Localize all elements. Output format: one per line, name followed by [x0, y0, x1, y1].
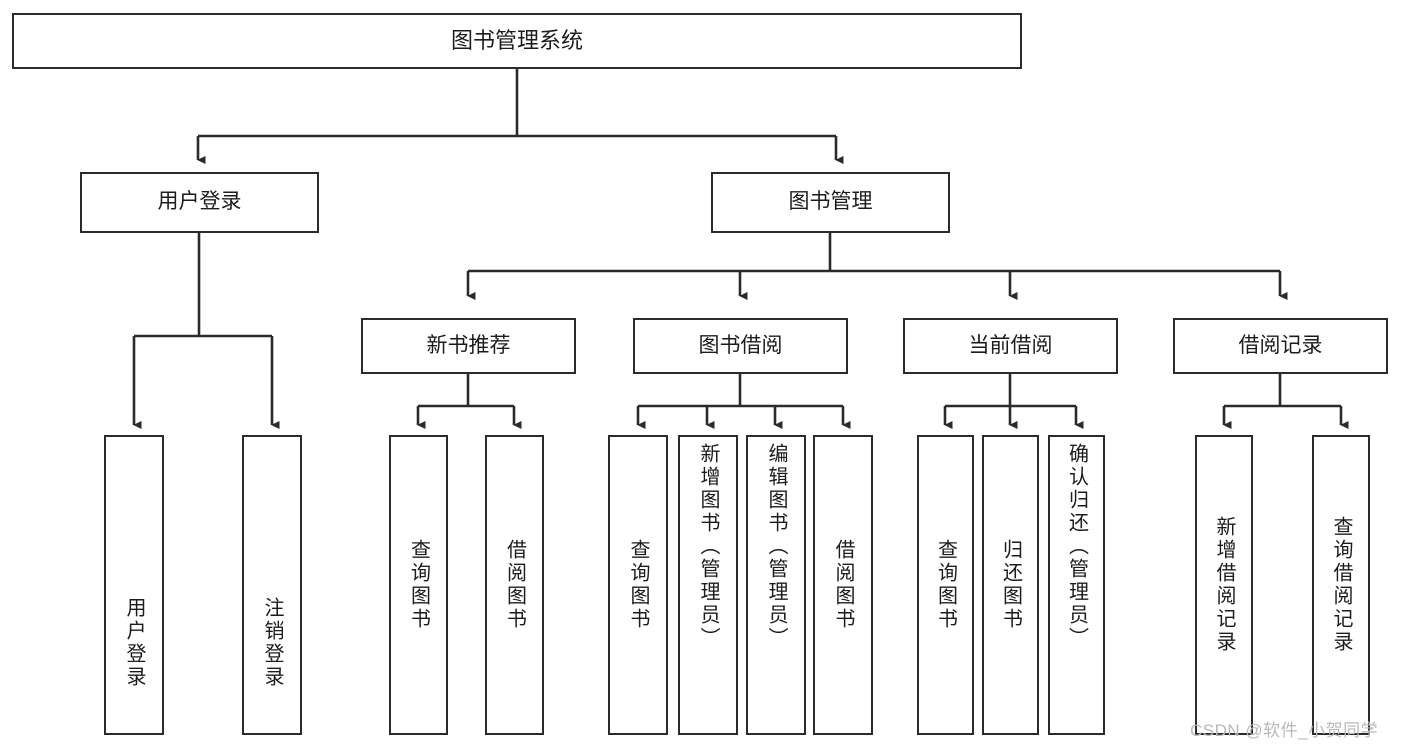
node-label: 借阅图书: [832, 539, 854, 631]
node-label: 新增图书（管理员）: [697, 443, 719, 650]
node-label: 查询图书: [934, 539, 957, 631]
node-label: 确认归还（管理员）: [1065, 443, 1088, 650]
node-label: 新书推荐: [426, 333, 511, 357]
leaf-recommend-borrow-book[interactable]: 借阅图书: [485, 435, 544, 735]
node-label: 注销登录: [261, 597, 283, 689]
node-label: 查询图书: [407, 539, 430, 631]
leaf-current-return-book[interactable]: 归还图书: [982, 435, 1039, 735]
leaf-user-logout[interactable]: 注销登录: [242, 435, 302, 735]
node-label: 图书管理系统: [450, 28, 583, 54]
leaf-record-query[interactable]: 查询借阅记录: [1312, 435, 1370, 735]
node-label: 编辑图书（管理员）: [765, 443, 787, 650]
node-book-borrow[interactable]: 图书借阅: [633, 318, 848, 374]
node-label: 图书借阅: [698, 333, 783, 357]
leaf-borrow-edit-book[interactable]: 编辑图书（管理员）: [746, 435, 806, 735]
node-user-login[interactable]: 用户登录: [80, 172, 319, 233]
node-label: 图书管理: [788, 190, 873, 214]
node-label: 当前借阅: [968, 333, 1053, 357]
leaf-record-add[interactable]: 新增借阅记录: [1195, 435, 1253, 735]
node-label: 查询借阅记录: [1330, 516, 1352, 654]
leaf-current-query-book[interactable]: 查询图书: [917, 435, 974, 735]
leaf-borrow-query-book[interactable]: 查询图书: [608, 435, 668, 735]
node-label: 用户登录: [157, 190, 242, 214]
node-current-borrow[interactable]: 当前借阅: [903, 318, 1118, 374]
leaf-user-login[interactable]: 用户登录: [104, 435, 164, 735]
node-label: 用户登录: [123, 597, 145, 689]
node-label: 查询图书: [627, 539, 649, 631]
node-label: 归还图书: [999, 539, 1022, 631]
leaf-current-confirm-return[interactable]: 确认归还（管理员）: [1048, 435, 1105, 735]
node-label: 借阅记录: [1238, 333, 1323, 357]
node-label: 借阅图书: [503, 539, 526, 631]
node-new-book-recommend[interactable]: 新书推荐: [361, 318, 576, 374]
node-root-system[interactable]: 图书管理系统: [12, 13, 1022, 69]
leaf-borrow-borrow-book[interactable]: 借阅图书: [813, 435, 873, 735]
node-label: 新增借阅记录: [1213, 516, 1235, 654]
leaf-borrow-add-book[interactable]: 新增图书（管理员）: [678, 435, 738, 735]
node-borrow-record[interactable]: 借阅记录: [1173, 318, 1388, 374]
csdn-watermark: CSDN @软件_小贺同学: [1190, 721, 1379, 740]
leaf-recommend-query-book[interactable]: 查询图书: [389, 435, 448, 735]
node-book-management[interactable]: 图书管理: [711, 172, 950, 233]
